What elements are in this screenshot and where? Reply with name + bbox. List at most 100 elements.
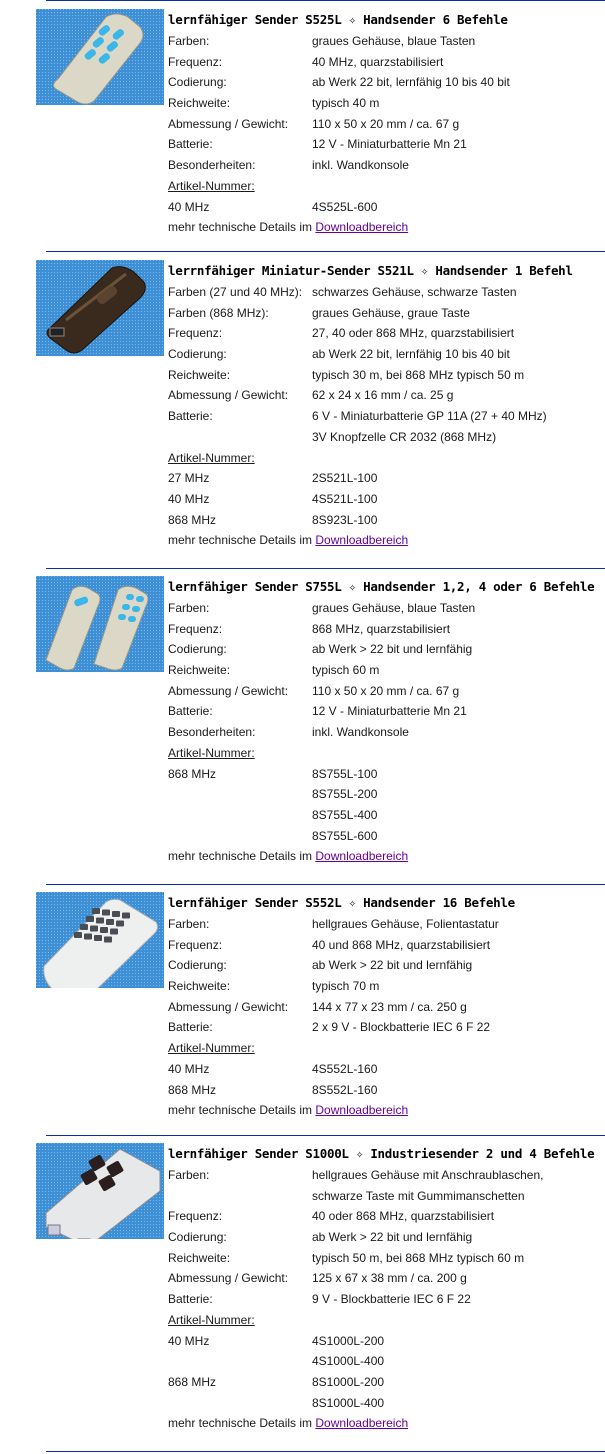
spec-row: Farben: hellgraues Gehäuse, Folientastatu… bbox=[168, 914, 605, 935]
more-details-line: mehr technische Details im Downloadberei… bbox=[168, 846, 408, 867]
spec-label: Farben: bbox=[168, 34, 210, 48]
separator-line bbox=[46, 251, 605, 252]
more-details: mehr technische Details im Downloadberei… bbox=[168, 530, 605, 551]
spec-row: Farben:hellgraues Gehäuse mit Anschraubl… bbox=[168, 1165, 605, 1186]
article-frequency: 868 MHz bbox=[168, 1374, 217, 1389]
article-row: 8S1000L-400 bbox=[168, 1393, 605, 1414]
more-details-text: mehr technische Details im bbox=[168, 533, 316, 548]
spec-row: Farben:graues Gehäuse, blaue Tasten bbox=[168, 598, 605, 619]
more-details: mehr technische Details im Downloadberei… bbox=[168, 1413, 605, 1434]
spec-label: Abmessung / Gewicht: bbox=[168, 116, 289, 131]
spec-row: schwarze Taste mit Gummimanschetten bbox=[168, 1186, 605, 1207]
download-area-link[interactable]: Downloadbereich bbox=[315, 849, 409, 864]
product-title: lernfähiger Sender S552L ✧ Handsender 16… bbox=[168, 895, 515, 910]
spec-label: Abmessung / Gewicht: bbox=[168, 388, 289, 403]
article-number: 8S755L-600 bbox=[312, 828, 378, 843]
article-number: 8S1000L-200 bbox=[312, 1374, 385, 1389]
spec-value: 110 x 50 x 20 mm / ca. 67 g bbox=[312, 116, 460, 131]
spec-value: graues Gehäuse, blaue Tasten bbox=[312, 601, 476, 615]
spec-label: Farben (868 MHz): bbox=[168, 305, 269, 320]
article-number: 4S525L-600 bbox=[312, 199, 378, 214]
spec-row: Codierung:ab Werk 22 bit, lernfähig 10 b… bbox=[168, 344, 605, 365]
spec-row: Reichweite:typisch 40 m bbox=[168, 93, 605, 114]
article-number-heading: Artikel-Nummer: bbox=[168, 176, 605, 197]
article-number-heading: Artikel-Nummer: bbox=[168, 1310, 605, 1331]
spec-row: Reichweite: typisch 60 m bbox=[168, 660, 605, 681]
spec-label: Reichweite: bbox=[168, 367, 231, 382]
download-area-link[interactable]: Downloadbereich bbox=[315, 533, 409, 548]
spec-value: graues Gehäuse, graue Taste bbox=[312, 305, 470, 320]
spec-label: Reichweite: bbox=[168, 96, 231, 111]
spec-value: typisch 70 m bbox=[312, 979, 380, 994]
article-number: 8S1000L-400 bbox=[312, 1395, 385, 1410]
spec-value: 12 V - Miniaturbatterie Mn 21 bbox=[312, 704, 467, 719]
spec-value: 12 V - Miniaturbatterie Mn 21 bbox=[312, 137, 467, 152]
product-image bbox=[36, 892, 164, 988]
separator-line bbox=[46, 1451, 605, 1452]
spec-label: Codierung: bbox=[168, 75, 227, 90]
spec-row: Farben (27 und 40 MHz):schwarzes Gehäuse… bbox=[168, 282, 605, 303]
spec-row: Batterie:9 V - Blockbatterie IEC 6 F 22 bbox=[168, 1289, 605, 1310]
spec-value: 125 x 67 x 38 mm / ca. 200 g bbox=[312, 1271, 467, 1286]
spec-row: Frequenz:27, 40 oder 868 MHz, quarzstabi… bbox=[168, 323, 605, 344]
article-row: 8S755L-400 bbox=[168, 805, 605, 826]
download-area-link[interactable]: Downloadbereich bbox=[315, 220, 409, 235]
spec-value: 110 x 50 x 20 mm / ca. 67 g bbox=[312, 683, 460, 698]
spec-label: Farben (27 und 40 MHz): bbox=[168, 285, 303, 299]
product-title: lerrnfähiger Miniatur-Sender S521L ✧ Han… bbox=[168, 263, 573, 278]
spec-row: 3V Knopfzelle CR 2032 (868 MHz) bbox=[168, 427, 605, 448]
product-image bbox=[36, 576, 164, 672]
article-frequency: 27 MHz bbox=[168, 471, 210, 486]
more-details: mehr technische Details im Downloadberei… bbox=[168, 846, 605, 867]
spec-value: hellgraues Gehäuse, Folientastatur bbox=[312, 917, 499, 931]
article-row: 40 MHz 4S521L-100 bbox=[168, 489, 605, 510]
spec-label: Besonderheiten: bbox=[168, 158, 256, 173]
product-image bbox=[36, 1143, 164, 1239]
more-details: mehr technische Details im Downloadberei… bbox=[168, 217, 605, 238]
more-details-text: mehr technische Details im bbox=[168, 1103, 316, 1118]
article-frequency: 40 MHz bbox=[168, 1333, 210, 1348]
spec-label: Frequenz: bbox=[168, 54, 223, 69]
spec-row: Abmessung / Gewicht: 110 x 50 x 20 mm / c… bbox=[168, 114, 605, 135]
article-number: 4S552L-160 bbox=[312, 1061, 378, 1076]
more-details-line: mehr technische Details im Downloadberei… bbox=[168, 1100, 408, 1121]
download-area-link[interactable]: Downloadbereich bbox=[315, 1103, 409, 1118]
spec-row: Codierung:ab Werk 22 bit, lernfähig 10 b… bbox=[168, 72, 605, 93]
download-area-link[interactable]: Downloadbereich bbox=[315, 1416, 409, 1431]
spec-label: Reichweite: bbox=[168, 663, 231, 678]
article-number-label: Artikel-Nummer: bbox=[168, 450, 255, 465]
more-details-line: mehr technische Details im Downloadberei… bbox=[168, 530, 408, 551]
more-details-line: mehr technische Details im Downloadberei… bbox=[168, 1413, 408, 1434]
article-frequency: 40 MHz bbox=[168, 491, 210, 506]
spec-label: Reichweite: bbox=[168, 1250, 231, 1265]
product-image bbox=[36, 260, 164, 356]
article-number: 8S923L-100 bbox=[312, 512, 378, 527]
spec-value: 868 MHz, quarzstabilisiert bbox=[312, 621, 451, 636]
spec-label: Codierung: bbox=[168, 642, 227, 657]
spec-row: Batterie:12 V - Miniaturbatterie Mn 21 bbox=[168, 701, 605, 722]
more-details-text: mehr technische Details im bbox=[168, 849, 316, 864]
spec-label: Abmessung / Gewicht: bbox=[168, 683, 289, 698]
spec-value: 27, 40 oder 868 MHz, quarzstabilisiert bbox=[312, 326, 515, 341]
article-number-label: Artikel-Nummer: bbox=[168, 1312, 255, 1327]
spec-row: Farben:graues Gehäuse, blaue Tasten bbox=[168, 31, 605, 52]
spec-row: Abmessung / Gewicht:125 x 67 x 38 mm / c… bbox=[168, 1268, 605, 1289]
spec-value: typisch 30 m, bei 868 MHz typisch 50 m bbox=[312, 367, 525, 382]
more-details-line: mehr technische Details im Downloadberei… bbox=[168, 217, 408, 238]
spec-row: Reichweite:typisch 70 m bbox=[168, 976, 605, 997]
spec-value: schwarze Taste mit Gummimanschetten bbox=[312, 1188, 525, 1203]
separator-line bbox=[46, 0, 605, 1]
product-info: lernfähiger Sender S525L ✧ Handsender 6 … bbox=[168, 9, 605, 238]
spec-value: ab Werk > 22 bit und lernfähig bbox=[312, 1230, 473, 1245]
article-number: 4S521L-100 bbox=[312, 491, 378, 506]
spec-label: Farben: bbox=[168, 1168, 210, 1182]
spec-row: Frequenz:868 MHz, quarzstabilisiert bbox=[168, 619, 605, 640]
more-details-text: mehr technische Details im bbox=[168, 1416, 316, 1431]
spec-value: typisch 60 m bbox=[312, 663, 380, 678]
more-details-text: mehr technische Details im bbox=[168, 220, 316, 235]
spec-label: Besonderheiten: bbox=[168, 725, 256, 740]
spec-label: Farben: bbox=[168, 917, 210, 931]
